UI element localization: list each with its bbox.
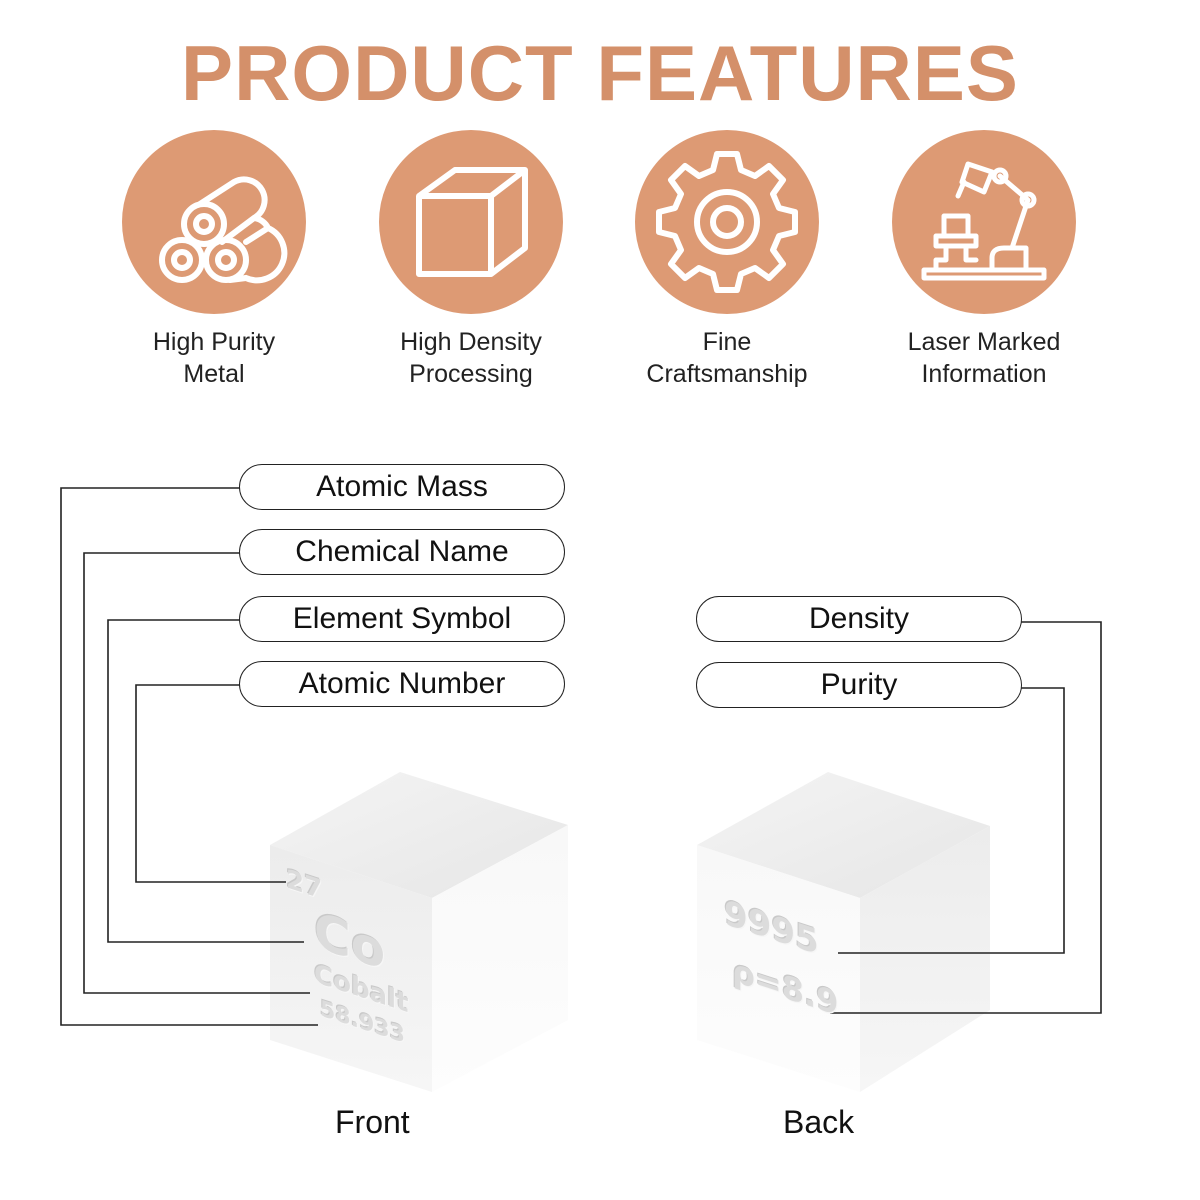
leader-element-symbol — [107, 619, 304, 943]
feature-high-purity: High Purity Metal — [84, 130, 344, 390]
back-cube — [697, 772, 990, 1092]
leader-atomic-number — [135, 684, 286, 883]
feature-circle — [122, 130, 306, 314]
leader-purity — [838, 687, 1065, 954]
gear-icon — [656, 151, 798, 293]
caption-front: Front — [335, 1104, 410, 1140]
feature-circle — [892, 130, 1076, 314]
feature-label: High Density Processing — [400, 328, 542, 388]
leader-atomic-mass — [60, 487, 318, 1026]
callout-chemical-name: Chemical Name — [239, 529, 565, 575]
feature-high-density: High Density Processing — [341, 130, 601, 390]
callout-atomic-mass: Atomic Mass — [239, 464, 565, 510]
front-cube — [270, 772, 568, 1092]
feature-label: High Purity Metal — [152, 328, 276, 388]
feature-label: Fine Craftsmanship — [646, 328, 808, 388]
caption-back: Back — [783, 1104, 855, 1140]
cube-icon — [416, 167, 528, 277]
page-title: PRODUCT FEATURES — [181, 29, 1019, 117]
callout-purity: Purity — [696, 662, 1022, 708]
callout-element-symbol: Element Symbol — [239, 596, 565, 642]
robot-arm-icon — [921, 161, 1047, 281]
feature-laser-marked: Laser Marked Information — [854, 130, 1114, 390]
leader-density — [830, 621, 1102, 1014]
feature-label: Laser Marked Information — [907, 328, 1061, 388]
callout-density: Density — [696, 596, 1022, 642]
metal-rods-icon — [159, 176, 288, 284]
feature-circle — [379, 130, 563, 314]
leader-chemical-name — [83, 552, 310, 994]
callout-atomic-number: Atomic Number — [239, 661, 565, 707]
feature-circle — [635, 130, 819, 314]
feature-fine-craftsmanship: Fine Craftsmanship — [597, 130, 857, 390]
